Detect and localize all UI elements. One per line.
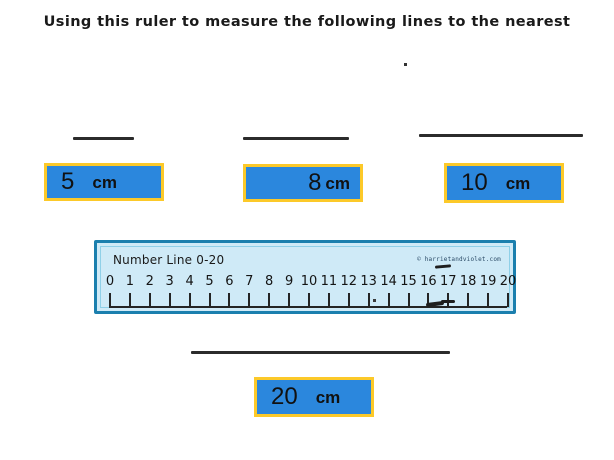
ruler-tick-label-1: 1 — [125, 274, 135, 289]
ruler-tick-18 — [467, 293, 470, 307]
ruler-tick-label-10: 10 — [300, 274, 318, 289]
ruler-tick-label-2: 2 — [145, 274, 154, 289]
answer-unit-2: cm — [325, 173, 350, 193]
ruler-tick-12 — [347, 293, 350, 307]
ruler-tick-label-6: 6 — [225, 274, 234, 289]
pencil-mark-on-credit — [434, 264, 452, 269]
ruler-tick-label-19: 19 — [479, 274, 497, 289]
ruler-tick-6 — [228, 293, 231, 307]
ruler-inner-panel: Number Line 0-20 © harrietandviolet.com … — [100, 246, 516, 308]
answer-box-3[interactable]: 10 cm — [444, 163, 564, 203]
ruler-tick-label-15: 15 — [400, 274, 417, 289]
ruler-tick-5 — [208, 293, 211, 307]
answer-unit-1: cm — [92, 172, 117, 192]
ruler-tick-2 — [148, 293, 151, 307]
ruler-tick-8 — [268, 293, 271, 307]
ruler-tick-1 — [128, 293, 131, 307]
ruler-tick-10 — [308, 293, 310, 307]
answer-unit-4: cm — [315, 387, 341, 407]
answer-box-2[interactable]: 8 cm — [243, 164, 363, 202]
ruler-tick-19 — [487, 293, 490, 307]
answer-value-2: 8 — [308, 169, 322, 196]
ruler-tick-label-18: 18 — [459, 274, 477, 289]
ruler-baseline — [109, 306, 507, 308]
ruler-tick-label-14: 14 — [380, 274, 397, 289]
ruler-tick-label-9: 9 — [284, 274, 294, 289]
ruler-tick-label-12: 12 — [340, 274, 358, 289]
ruler-tick-11 — [327, 293, 330, 307]
pencil-squiggle-near-16-tail — [441, 300, 456, 303]
ruler-tick-label-7: 7 — [245, 274, 254, 289]
ruler-tick-label-16: 16 — [420, 274, 437, 289]
answer-box-1[interactable]: 5 cm — [44, 163, 164, 201]
ruler-tick-16 — [427, 293, 430, 307]
ruler-tick-3 — [168, 293, 171, 307]
ruler-tick-4 — [188, 293, 191, 307]
ruler-tick-label-11: 11 — [320, 274, 338, 289]
ruler-tick-label-20: 20 — [499, 274, 517, 289]
answer-box-4[interactable]: 20 cm — [254, 377, 374, 417]
ruler-credit-text: © harrietandviolet.com — [417, 256, 501, 263]
ruler-tick-15 — [407, 293, 410, 307]
answer-value-3: 10 — [461, 169, 488, 196]
ruler-tick-label-17: 17 — [440, 274, 457, 289]
page-title: Using this ruler to measure the followin… — [43, 14, 571, 30]
ruler-tick-label-13: 13 — [360, 274, 377, 289]
stray-dot-mark — [404, 63, 407, 66]
ruler-tick-0 — [109, 293, 111, 307]
measure-line-3 — [419, 134, 583, 137]
ruler-tick-label-0: 0 — [105, 274, 115, 289]
measure-line-4 — [191, 351, 450, 354]
ruler-tick-20 — [507, 293, 509, 307]
measure-line-2 — [243, 137, 349, 140]
answer-value-4: 20 — [271, 383, 298, 410]
ruler-tick-label-4: 4 — [185, 274, 194, 289]
ruler-tick-7 — [248, 293, 251, 307]
answer-unit-3: cm — [505, 173, 531, 193]
measure-line-1 — [73, 137, 134, 140]
pencil-dot-near-13 — [372, 299, 376, 302]
ruler-tick-9 — [288, 293, 291, 307]
ruler-tick-13 — [367, 293, 370, 307]
number-line-ruler: Number Line 0-20 © harrietandviolet.com … — [94, 240, 516, 314]
ruler-heading: Number Line 0-20 — [113, 253, 225, 267]
ruler-tick-14 — [387, 293, 390, 307]
answer-value-1: 5 — [61, 168, 75, 195]
ruler-tick-label-8: 8 — [265, 274, 274, 289]
ruler-tick-label-3: 3 — [165, 274, 174, 289]
ruler-tick-label-5: 5 — [205, 274, 214, 289]
